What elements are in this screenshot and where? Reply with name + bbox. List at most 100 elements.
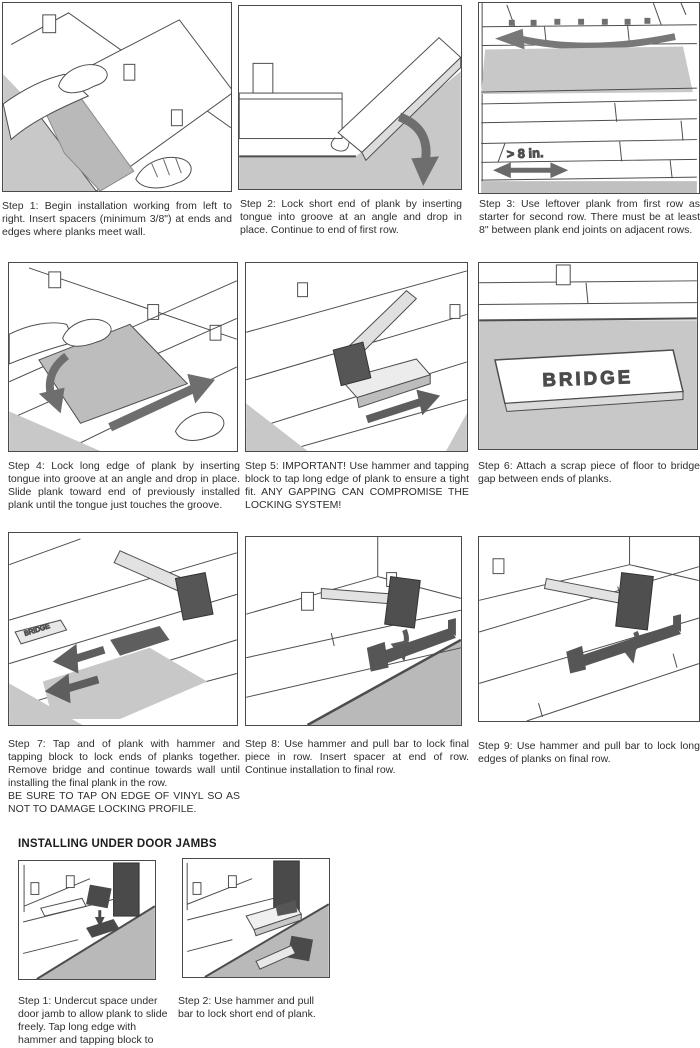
figure-doorjamb-step2: [182, 858, 330, 978]
plank-line: [187, 939, 233, 952]
plank-line: [22, 939, 79, 954]
joint-line: [585, 282, 589, 304]
step7-illustration: BRIDGE: [9, 538, 237, 725]
plank-line: [526, 663, 699, 721]
spacer-icon: [492, 558, 505, 575]
arrowhead: [411, 156, 440, 187]
tap-arrow-icon: [71, 646, 106, 664]
step9-illustration: [479, 537, 699, 721]
caption-step9: Step 9: Use hammer and pull bar to lock …: [478, 740, 700, 765]
row-line: [481, 176, 697, 181]
plank-line: [187, 897, 274, 921]
plank-line: [9, 552, 237, 621]
row-line: [481, 158, 697, 163]
joint-line: [538, 703, 543, 718]
arrowhead: [187, 373, 216, 404]
pull-bar-hook: [275, 900, 298, 917]
tap-arrow-icon: [63, 675, 100, 694]
hammer-head-icon: [384, 576, 421, 629]
spacer-icon: [555, 264, 571, 286]
caption-step8: Step 8: Use hammer and pull bar to lock …: [245, 738, 469, 776]
section-heading-door-jambs: INSTALLING UNDER DOOR JAMBS: [18, 838, 217, 850]
hammer-handle: [255, 944, 297, 970]
figure-step6: BRIDGE: [478, 262, 698, 450]
hand-icon: [62, 318, 112, 347]
arrowhead: [493, 162, 511, 179]
pull-bar-hook: [566, 645, 587, 674]
figure-step9: [478, 536, 700, 722]
spacer-icon: [48, 271, 62, 289]
arrowhead: [416, 389, 441, 416]
spacer-icon: [30, 882, 40, 895]
figure-step5: [245, 262, 468, 452]
hammer-handle: [320, 587, 398, 605]
doorjamb-step2-illustration: [186, 860, 329, 977]
plank-line: [246, 270, 467, 333]
figure-step3: > 8 in.: [478, 2, 700, 194]
caption-step1: Step 1: Begin installation working from …: [2, 200, 232, 238]
plank-line: [479, 302, 697, 306]
row-line: [481, 87, 697, 93]
curved-arrow-icon: [397, 112, 431, 164]
spacer-icon: [227, 875, 237, 889]
joint-line: [680, 120, 684, 141]
caption-step2: Step 2: Lock short end of plank by inser…: [240, 198, 462, 236]
caption-doorjamb-step2: Step 2: Use hammer and pull bar to lock …: [178, 995, 316, 1020]
spacer-icon: [252, 62, 274, 94]
figure-step8: [245, 536, 462, 726]
spacer-icon: [192, 882, 202, 895]
arrowhead: [494, 28, 525, 50]
row-line: [481, 139, 697, 145]
spacer-icon: [449, 304, 461, 319]
slide-arrow-icon: [108, 384, 196, 432]
joint-line: [330, 632, 335, 646]
plank-front-edge: [479, 317, 697, 322]
pull-bar-icon: [374, 628, 456, 666]
arrowhead: [38, 387, 65, 414]
caption-step3: Step 3: Use leftover plank from first ro…: [479, 198, 700, 236]
spacer-icon: [209, 324, 222, 341]
bottom-shading: [481, 181, 697, 193]
bridge-plank-side: [504, 391, 684, 412]
wall-line: [9, 538, 81, 566]
tapping-block-icon: [110, 626, 170, 656]
step6-illustration: BRIDGE: [479, 264, 697, 449]
arrowhead: [44, 673, 71, 704]
hand-icon: [135, 156, 192, 189]
wall-line: [28, 267, 237, 340]
mallet-head-icon: [332, 341, 372, 387]
wall-base-line: [23, 878, 91, 907]
step3-illustration: > 8 in.: [481, 3, 697, 193]
installed-plank: [239, 92, 343, 140]
row-line: [481, 118, 697, 124]
pull-bar-hook: [366, 641, 389, 672]
tapping-block-icon: [86, 919, 120, 938]
pull-bar-icon: [574, 624, 681, 668]
figure-step4: [8, 262, 238, 452]
hammer-head-icon: [615, 572, 654, 631]
door-jamb: [113, 862, 140, 917]
hand-icon: [174, 411, 225, 441]
step1-illustration: [3, 12, 231, 191]
plank-line: [246, 609, 461, 659]
spacer-icon: [123, 63, 136, 81]
spacer-icon: [170, 109, 183, 127]
mallet-head-icon: [174, 572, 214, 621]
locking-profile: [330, 137, 350, 152]
joint-line: [669, 160, 673, 179]
curved-arrow-icon: [517, 33, 676, 50]
wall-base-line: [482, 24, 697, 28]
bridge-scrap-plank: [14, 619, 68, 645]
underlayment-shading: [481, 46, 693, 95]
plank-end-line: [497, 143, 506, 163]
spacer-marks: [508, 17, 651, 26]
hammer-head-icon: [287, 935, 314, 962]
row-line: [481, 99, 697, 105]
underlayment-shading: [239, 71, 461, 189]
spacer-icon: [65, 875, 75, 889]
pull-bar-lip: [447, 618, 456, 636]
plank-line: [246, 647, 461, 698]
bridge-label: BRIDGE: [542, 366, 634, 390]
tap-arrow-icon: [365, 397, 424, 424]
